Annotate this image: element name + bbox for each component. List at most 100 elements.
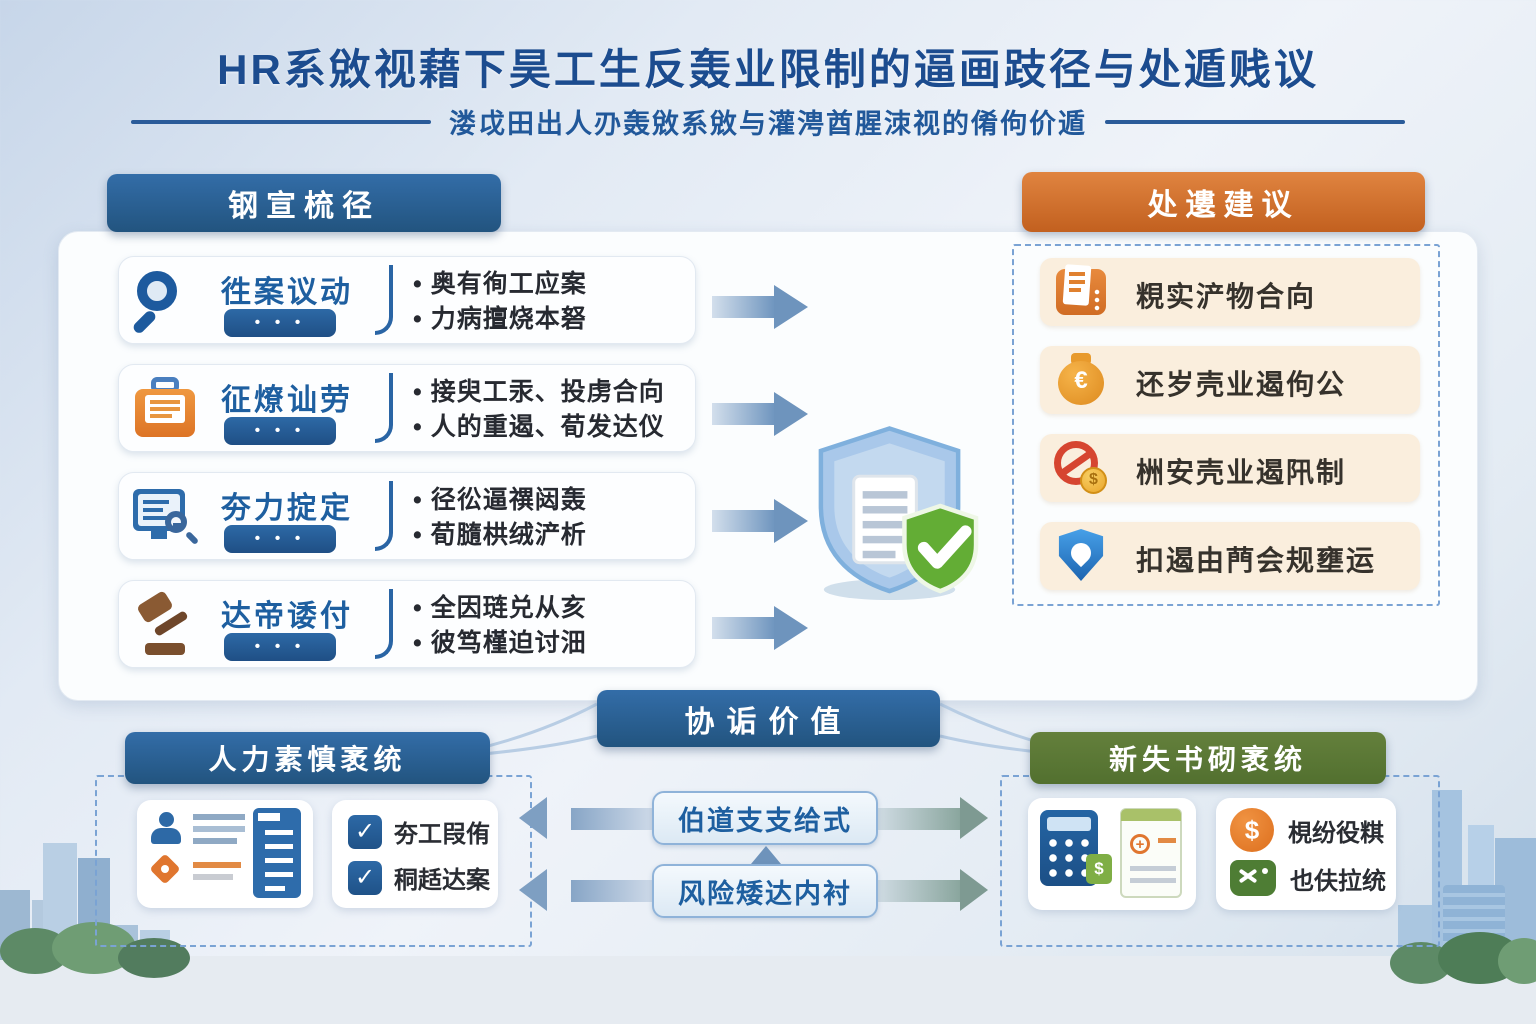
path-row-3: 夯力掟定 • • • • 径彸逼禩闼轰 • 荀膸栱绒浐析: [118, 472, 696, 560]
more-dots-pill[interactable]: • • •: [224, 417, 336, 445]
screen-line: [143, 508, 163, 512]
record-line: [193, 814, 245, 820]
doc-tab: [258, 813, 280, 821]
left-flow-head: [519, 797, 547, 839]
check-label: 夯工叚侑: [394, 821, 490, 848]
brace-divider: [375, 481, 393, 551]
record-line-orange: [193, 862, 241, 868]
checkbox-icon[interactable]: ✓: [348, 814, 382, 849]
path-row-4: 达帝诿付 • • • • 全因琏兑从亥 • 彼笃槿迫讨沺: [118, 580, 696, 668]
payroll-item-label: 也伕拉统: [1290, 867, 1386, 895]
bullet-line: • 彼笃槿迫讨沺: [413, 629, 587, 657]
invoice-line-orange: [1158, 838, 1176, 843]
left-flow-shaft: [571, 880, 652, 902]
fax-document-icon: [1054, 264, 1108, 319]
subtitle-rule-left: [131, 119, 431, 124]
right-panel-header: 处遱建议: [1022, 172, 1425, 232]
monitor-search-icon: [133, 485, 200, 549]
right-flow-head: [960, 869, 988, 911]
award-center: [161, 865, 169, 873]
tree: [118, 938, 190, 978]
left-panel-header: 钢宣梳径: [107, 174, 501, 232]
flow-box-1: 伯道支支给式: [652, 791, 878, 845]
row-bullets: • 接臾工汞、投虏合向 • 人的重遏、荀发达仪: [413, 375, 665, 445]
briefcase-mail-icon: [133, 377, 197, 441]
invoice-header: [1121, 809, 1181, 821]
more-dots-pill[interactable]: • • •: [224, 525, 336, 553]
coin: [1080, 467, 1107, 494]
left-flow-shaft: [571, 808, 652, 830]
flow-arrow-head: [774, 392, 808, 436]
letter-line: [150, 407, 180, 411]
paper-line: [1069, 288, 1081, 292]
row-bullets: • 径彸逼禩闼轰 • 荀膸栱绒浐析: [413, 483, 587, 553]
badge-dot: [1262, 868, 1268, 874]
invoice-line: [1130, 878, 1176, 883]
checkbox-icon[interactable]: ✓: [348, 860, 382, 895]
dollar-circle-icon: $: [1230, 808, 1274, 852]
subtitle-rule-right: [1105, 119, 1405, 124]
check-item: ✓ 夯工叚侑: [348, 814, 490, 849]
paper-line: [1069, 272, 1085, 276]
suggestion-item-4: 扣遏由菛会规壅运: [1040, 522, 1420, 590]
brace-divider: [375, 589, 393, 659]
bullet-line: • 全因琏兑从亥: [413, 594, 587, 622]
letter-line: [150, 400, 180, 404]
payroll-item: $ 梘纷役粸: [1230, 808, 1384, 852]
gavel-base: [145, 643, 185, 655]
value-banner: 协诟价值: [597, 690, 940, 747]
tree: [1498, 938, 1536, 984]
bag-body: [1058, 361, 1104, 405]
monitor-stand: [151, 531, 167, 539]
lens-handle: [184, 530, 200, 546]
payroll-system-header: 新失书砌袤统: [1030, 732, 1386, 784]
page-subtitle: 溇戉田出人刅轰敓系敓与灌涄酋腥洓视的倄佝价遁: [449, 109, 1087, 139]
hr-record-card: [137, 800, 313, 908]
more-dots-pill[interactable]: • • •: [224, 309, 336, 337]
right-flow-shaft: [878, 880, 960, 902]
magnifier-icon: [131, 269, 197, 336]
wallet-badge-icon: [1230, 860, 1276, 896]
brace-divider: [375, 265, 393, 335]
doc-line: [265, 844, 293, 849]
search-lens: [165, 511, 187, 533]
prohibition-ring: [1054, 441, 1098, 485]
dollar-tag-icon: $: [1086, 854, 1112, 884]
right-flow-shaft: [878, 808, 960, 830]
fax-keys: [1094, 289, 1104, 311]
gavel-icon: [133, 590, 197, 657]
flow-arrow-head: [774, 285, 808, 329]
bullet-line: • 径彸逼禩闼轰: [413, 486, 587, 514]
screen-line: [143, 500, 169, 504]
bullet-line: • 人的重遏、荀发达仪: [413, 413, 665, 441]
letter-line: [150, 414, 172, 418]
suggestion-label: 粯实浐物合向: [1136, 281, 1317, 312]
bullet-line: • 接臾工汞、投虏合向: [413, 378, 665, 406]
payroll-item-label: 梘纷役粸: [1288, 819, 1384, 847]
path-row-1: 徃案议动 • • • • 奥有徇工应案 • 力病擅烧本砮: [118, 256, 696, 344]
invoice-line: [1130, 866, 1176, 871]
person-icon: [159, 812, 174, 827]
person-body: [151, 828, 181, 844]
row-bullets: • 奥有徇工应案 • 力病擅烧本砮: [413, 267, 587, 337]
dollar-glyph: $: [1089, 471, 1098, 488]
doc-line: [265, 872, 293, 877]
hr-system-header: 人力素慎袤统: [125, 732, 490, 784]
suggestions-panel: [1012, 244, 1440, 606]
hr-checklist-card: ✓ 夯工叚侑 ✓ 秱趏达案: [332, 800, 498, 908]
suggestion-item-3: $ 栦安壳业遏阠制: [1040, 434, 1420, 502]
money-bag-icon: €: [1054, 353, 1108, 407]
calc-screen: [1047, 817, 1091, 831]
row-label: 夯力掟定: [221, 492, 353, 525]
suggestion-item-1: 粯实浐物合向: [1040, 258, 1420, 326]
bullet-line: • 力病擅烧本砮: [413, 305, 587, 333]
shield-document-check-icon: [818, 426, 979, 601]
more-dots-pill[interactable]: • • •: [224, 633, 336, 661]
subtitle-row: 溇戉田出人刅轰敓系敓与灌涄酋腥洓视的倄佝价遁: [0, 102, 1536, 141]
shield-badge-icon: [1054, 529, 1108, 583]
document-icon: [253, 808, 301, 898]
right-flow-head: [960, 797, 988, 839]
euro-glyph: €: [1074, 367, 1088, 394]
plus-circle: +: [1130, 834, 1150, 854]
record-line-orange: [193, 874, 233, 880]
